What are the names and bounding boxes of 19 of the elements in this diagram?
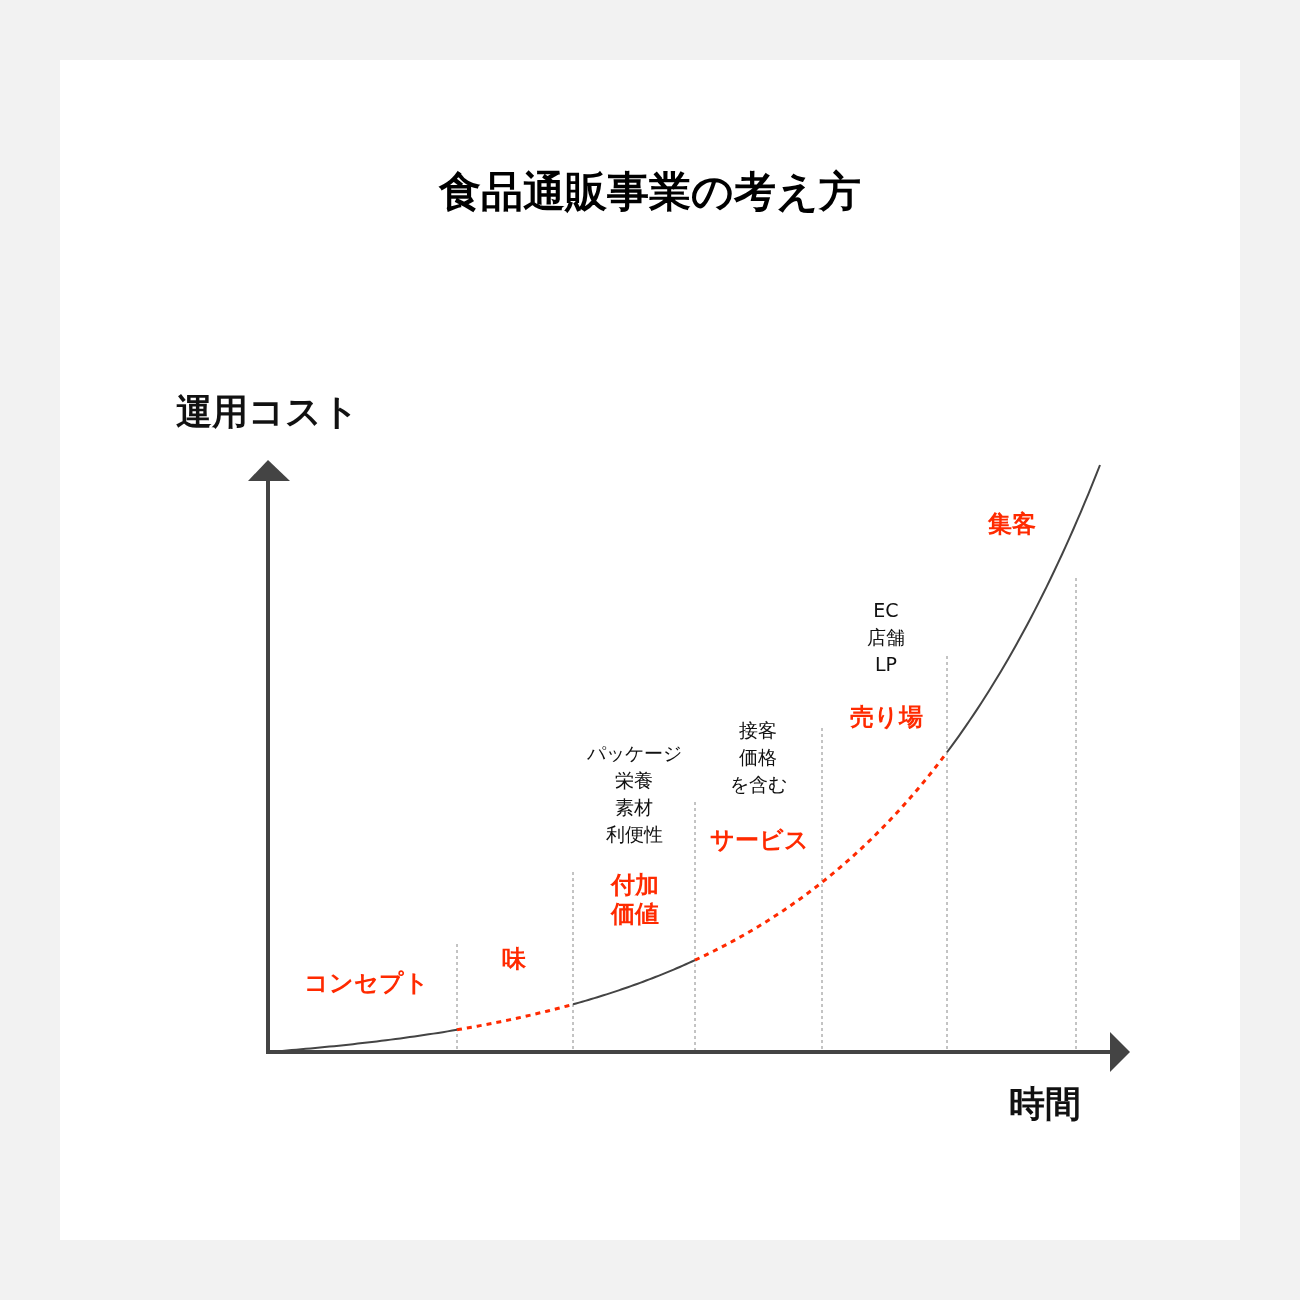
item-label: LP [875, 652, 897, 676]
title: 食品通販事業の考え方 [439, 166, 861, 218]
stage-label: サービス [709, 825, 809, 855]
item-label: 素材 [615, 795, 653, 819]
axis-label: 運用コスト [175, 390, 359, 434]
stage-label: 集客 [988, 509, 1036, 539]
axis-label: 時間 [1009, 1082, 1081, 1126]
stage-label: コンセプト [303, 968, 429, 998]
item-label: 店舗 [867, 625, 905, 649]
item-label: 価格 [739, 745, 777, 769]
item-label: を含む [729, 772, 787, 796]
stage-label: 売り場 [849, 702, 923, 732]
stage-label: 付加価値 [609, 871, 660, 929]
item-label: 利便性 [605, 822, 663, 846]
item-label: パッケージ [586, 741, 682, 765]
stage-label: 味 [502, 944, 526, 974]
item-label: EC [873, 598, 899, 622]
item-label: 栄養 [615, 768, 653, 792]
item-label: 接客 [739, 718, 777, 742]
